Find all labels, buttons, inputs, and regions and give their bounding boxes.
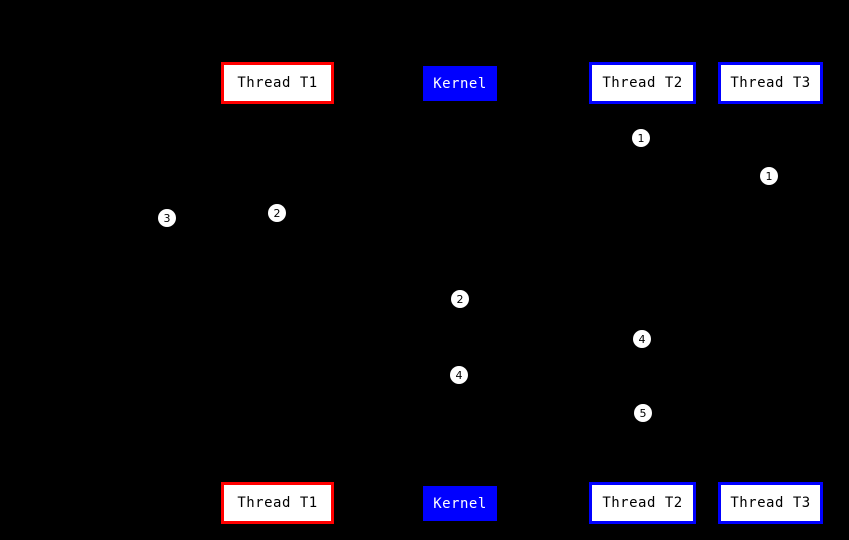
step-badge: 1: [760, 167, 778, 185]
participant-label-thread-t2-bottom: Thread T2: [602, 495, 683, 511]
step-number: 1: [765, 169, 773, 183]
step-number: 2: [273, 206, 281, 220]
step-number: 4: [638, 332, 646, 346]
step-badge: 1: [632, 129, 650, 147]
participant-thread-t1-bottom[interactable]: Thread T1: [221, 482, 334, 524]
step-number: 1: [637, 131, 645, 145]
step-badge: 3: [158, 209, 176, 227]
step-badge: 2: [451, 290, 469, 308]
message-arrow-5: [460, 388, 642, 389]
participant-thread-t2-top[interactable]: Thread T2: [589, 62, 696, 104]
step-badge: 5: [634, 404, 652, 422]
participant-label-kernel-bottom: Kernel: [433, 495, 487, 512]
participant-kernel-top[interactable]: Kernel: [423, 66, 497, 101]
participant-thread-t3-bottom[interactable]: Thread T3: [718, 482, 823, 524]
step-number: 2: [456, 292, 464, 306]
step-badge: 4: [450, 366, 468, 384]
participant-thread-t3-top[interactable]: Thread T3: [718, 62, 823, 104]
message-arrow-2: [642, 190, 770, 191]
step-number: 5: [639, 406, 647, 420]
participant-label-thread-t3-bottom: Thread T3: [730, 495, 811, 511]
lifeline-thread-t1: [277, 104, 278, 482]
participant-thread-t1-top[interactable]: Thread T1: [221, 62, 334, 104]
step-number: 3: [163, 211, 171, 225]
step-badge: 2: [268, 204, 286, 222]
message-arrow-1: [642, 150, 770, 151]
message-arrow-6: [277, 426, 460, 427]
message-arrow-3: [277, 228, 460, 229]
participant-label-thread-t1-top: Thread T1: [237, 75, 318, 91]
lifeline-thread-t3: [770, 104, 771, 482]
step-badge: 4: [633, 330, 651, 348]
participant-thread-t2-bottom[interactable]: Thread T2: [589, 482, 696, 524]
lifeline-thread-t2: [642, 104, 643, 482]
participant-kernel-bottom[interactable]: Kernel: [423, 486, 497, 521]
participant-label-thread-t3-top: Thread T3: [730, 75, 811, 91]
participant-label-kernel-top: Kernel: [433, 75, 487, 92]
message-arrow-4: [460, 312, 642, 313]
step-number: 4: [455, 368, 463, 382]
participant-label-thread-t2-top: Thread T2: [602, 75, 683, 91]
participant-label-thread-t1-bottom: Thread T1: [237, 495, 318, 511]
